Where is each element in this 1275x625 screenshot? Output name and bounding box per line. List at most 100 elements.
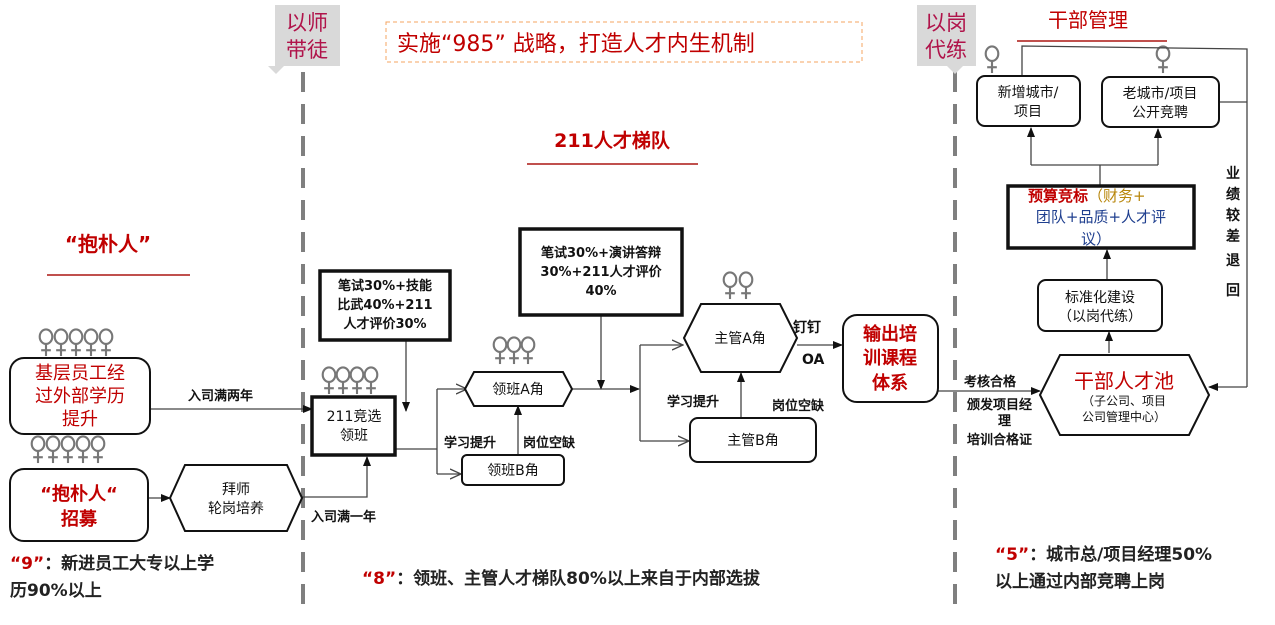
edge-label: OA bbox=[802, 352, 825, 368]
node-text: 议） bbox=[1081, 230, 1111, 248]
edge-label: 理 bbox=[998, 414, 1011, 429]
node-text: 比武40%+211 bbox=[337, 297, 432, 313]
node-leader-b: 领班B角 bbox=[461, 454, 565, 486]
person-icon bbox=[75, 435, 91, 464]
node-text: 拜师 bbox=[222, 482, 250, 498]
person-icon bbox=[45, 435, 61, 464]
node-supervisor-b: 主管B角 bbox=[689, 417, 817, 463]
footnote-num: “8” bbox=[362, 569, 396, 589]
footnote-five: “5”：城市总/项目经理50% bbox=[995, 544, 1212, 565]
node-new-city: 新增城市/ 项目 bbox=[976, 75, 1081, 127]
node-text: 主管A角 bbox=[714, 331, 766, 347]
node-text: 训课程 bbox=[863, 348, 917, 369]
edge-label: 学习提升 bbox=[444, 435, 496, 451]
person-icon bbox=[335, 366, 351, 395]
person-icon bbox=[506, 336, 522, 365]
tag-text: 以师 bbox=[286, 11, 328, 35]
node-exam2: 笔试30%+演讲答辩 30%+211人才评价 40% bbox=[518, 227, 684, 317]
tag-mentor: 以师 带徒 bbox=[268, 5, 340, 74]
node-standard: 标准化建设 （以岗代练） bbox=[1037, 279, 1163, 332]
person-icon bbox=[492, 336, 508, 365]
tag-onjob: 以岗 代练 bbox=[917, 5, 976, 74]
person-icon bbox=[363, 366, 379, 395]
edge-label: 培训合格证 bbox=[967, 432, 1032, 448]
node-text: 标准化建设 bbox=[1065, 290, 1135, 306]
node-text: 公开竞聘 bbox=[1132, 104, 1188, 121]
person-icon bbox=[520, 336, 536, 365]
footnote-text: ：城市总/项目经理50% bbox=[1029, 544, 1212, 565]
section-title-baopu: “抱朴人” bbox=[65, 232, 151, 256]
node-text: 人才评价30% bbox=[343, 316, 426, 332]
footnotes: “9”：新进员工大专以上学 历90%以上 “8”：领班、主管人才梯队80%以上来… bbox=[10, 544, 1212, 601]
footnote-nine: “9”：新进员工大专以上学 bbox=[10, 553, 214, 574]
node-text: 项目 bbox=[1014, 104, 1042, 120]
person-icon bbox=[90, 435, 106, 464]
edge-label: 绩 bbox=[1226, 186, 1240, 203]
node-text: 笔试30%+演讲答辩 bbox=[541, 245, 661, 261]
person-icon bbox=[984, 45, 1000, 74]
node-text: 基层员工经 bbox=[35, 363, 125, 384]
person-icon bbox=[30, 435, 46, 464]
footnote-num: “9” bbox=[10, 554, 44, 574]
edge-label: 差 bbox=[1226, 228, 1240, 245]
node-text: 新增城市/ bbox=[998, 84, 1059, 101]
person-icon bbox=[349, 366, 365, 395]
node-text: 过外部学历 bbox=[35, 386, 125, 407]
node-recruit: “抱朴人“ 招募 bbox=[9, 468, 149, 542]
person-icon bbox=[98, 328, 114, 357]
tag-text: 带徒 bbox=[286, 38, 328, 62]
node-text: 老城市/项目 bbox=[1123, 85, 1198, 102]
node-text: 轮岗培养 bbox=[208, 501, 264, 517]
node-text: 领班A角 bbox=[492, 382, 544, 398]
edge-label: 钉钉 bbox=[793, 319, 821, 336]
person-icon bbox=[321, 366, 337, 395]
edge-label: 学习提升 bbox=[667, 394, 719, 410]
node-text: “抱朴人“ bbox=[40, 483, 118, 505]
footnote-eight: “8”：领班、主管人才梯队80%以上来自于内部选拔 bbox=[362, 568, 761, 589]
edge-label: 考核合格 bbox=[964, 374, 1017, 390]
node-grassroots: 基层员工经 过外部学历 提升 bbox=[9, 357, 151, 435]
node-text: （财务+ bbox=[1088, 187, 1146, 205]
node-text: 主管B角 bbox=[727, 433, 779, 449]
edge-label: 入司满一年 bbox=[311, 509, 376, 525]
node-apprentice: 拜师 轮岗培养 bbox=[168, 464, 304, 532]
node-output: 输出培 训课程 体系 bbox=[842, 314, 939, 403]
node-old-city: 老城市/项目 公开竞聘 bbox=[1101, 76, 1220, 128]
node-text: 领班B角 bbox=[487, 463, 539, 479]
node-text: 211竞选 bbox=[327, 408, 382, 425]
node-text: 笔试30%+技能 bbox=[338, 278, 432, 294]
person-icon bbox=[722, 271, 738, 300]
person-icon bbox=[1155, 45, 1171, 74]
footnote-num: “5” bbox=[995, 545, 1029, 565]
node-text: 体系 bbox=[872, 372, 908, 394]
edge-label: 岗位空缺 bbox=[772, 398, 825, 414]
person-icon bbox=[83, 328, 99, 357]
node-leader-a: 领班A角 bbox=[463, 371, 574, 407]
footnote-text: ：领班、主管人才梯队80%以上来自于内部选拔 bbox=[396, 568, 761, 589]
edge-labels: 入司满两年 入司满一年 学习提升 岗位空缺 学习提升 岗位空缺 钉钉 OA 考核… bbox=[188, 166, 1240, 525]
tag-text: 以岗 bbox=[925, 11, 967, 35]
edge-label: 入司满两年 bbox=[188, 388, 253, 404]
connectors bbox=[148, 45, 1248, 502]
edge-label: 较 bbox=[1226, 207, 1240, 224]
section-title-cadre: 干部管理 bbox=[1048, 8, 1128, 32]
footnote-text: 历90%以上 bbox=[10, 581, 102, 601]
node-text: 40% bbox=[585, 284, 616, 299]
node-text: 领班 bbox=[340, 428, 368, 444]
node-text: 招募 bbox=[61, 508, 98, 530]
person-icon bbox=[53, 328, 69, 357]
node-text: 提升 bbox=[62, 409, 98, 430]
footnote-text: 以上通过内部竞聘上岗 bbox=[995, 571, 1165, 592]
node-text: 团队+品质+人才评 bbox=[1036, 208, 1166, 226]
node-text: （子公司、项目 bbox=[1082, 394, 1166, 408]
node-elect: 211竞选 领班 bbox=[310, 395, 397, 457]
node-text: 干部人才池 bbox=[1074, 369, 1174, 393]
edge-label: 回 bbox=[1226, 283, 1240, 299]
node-supervisor-a: 主管A角 bbox=[682, 303, 799, 373]
node-text: （以岗代练） bbox=[1058, 309, 1142, 325]
node-pool: 干部人才池 （子公司、项目 公司管理中心） bbox=[1038, 354, 1211, 436]
node-exam1: 笔试30%+技能 比武40%+211 人才评价30% bbox=[318, 269, 452, 342]
person-icon bbox=[738, 271, 754, 300]
node-text: 30%+211人才评价 bbox=[540, 264, 662, 280]
